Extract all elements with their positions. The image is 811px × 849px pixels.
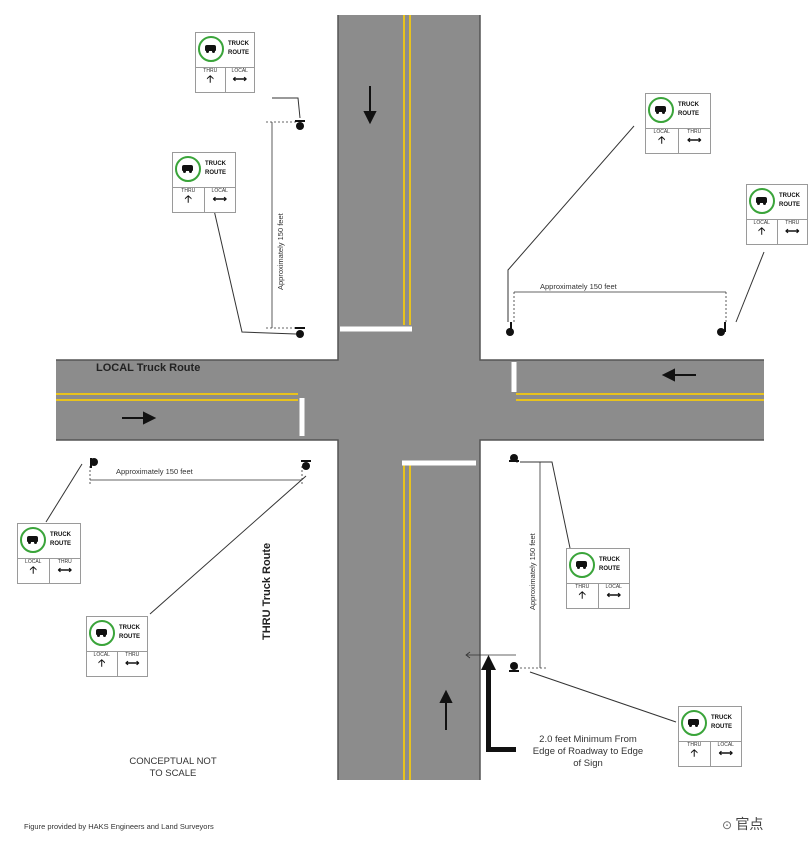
figure-credit: Figure provided by HAKS Engineers and La… bbox=[24, 822, 214, 831]
offset-arrow-icon bbox=[481, 655, 516, 752]
conceptual-note: CONCEPTUAL NOT TO SCALE bbox=[118, 756, 228, 780]
watermark-text: 官点 bbox=[735, 816, 764, 832]
watermark: ⊙ 官点 bbox=[722, 814, 763, 834]
dimension-label-top-vertical: Approximately 150 feet bbox=[276, 213, 285, 290]
sign-text-truck: TRUCK bbox=[119, 625, 140, 631]
left-right-arrow-icon: ⟷ bbox=[125, 658, 140, 669]
truck-route-sign-5: TRUCK ROUTE LOCAL🡡 THRU⟷ bbox=[17, 523, 81, 584]
up-arrow-icon: 🡡 bbox=[98, 658, 106, 669]
truck-icon bbox=[688, 719, 699, 727]
sign-text-local: LOCAL bbox=[25, 559, 42, 565]
offset-note-line-2: Edge of Roadway to Edge bbox=[532, 746, 644, 757]
conceptual-line-1: CONCEPTUAL NOT bbox=[129, 756, 217, 767]
truck-route-sign-3: TRUCK ROUTE LOCAL🡡 THRU⟷ bbox=[645, 93, 711, 154]
offset-note: 2.0 feet Minimum From Edge of Roadway to… bbox=[518, 734, 658, 770]
sign-post-icon bbox=[90, 120, 726, 672]
left-right-arrow-icon: ⟷ bbox=[606, 590, 621, 601]
up-arrow-icon: 🡡 bbox=[29, 565, 37, 576]
sign-text-route: ROUTE bbox=[228, 50, 249, 56]
dimension-lines bbox=[89, 121, 727, 669]
leader-lines bbox=[45, 97, 765, 723]
sign-text-route: ROUTE bbox=[678, 111, 699, 117]
truck-icon bbox=[27, 536, 38, 544]
sign-text-thru: THRU bbox=[203, 68, 218, 74]
truck-icon bbox=[182, 165, 193, 173]
sign-text-thru: THRU bbox=[125, 652, 140, 658]
truck-route-sign-7: TRUCK ROUTE LOCAL🡡 THRU⟷ bbox=[86, 616, 148, 677]
sign-text-route: ROUTE bbox=[599, 566, 620, 572]
sign-text-thru: THRU bbox=[687, 742, 702, 748]
offset-note-line-3: of Sign bbox=[573, 758, 603, 769]
road-edges bbox=[56, 15, 764, 780]
local-route-label: LOCAL Truck Route bbox=[96, 362, 201, 374]
wechat-icon: ⊙ bbox=[722, 818, 736, 832]
left-right-arrow-icon: ⟷ bbox=[718, 748, 733, 759]
sign-text-truck: TRUCK bbox=[50, 532, 71, 538]
truck-icon bbox=[756, 197, 767, 205]
sign-text-thru: THRU bbox=[181, 188, 196, 194]
sign-text-local: LOCAL bbox=[211, 188, 228, 194]
sign-text-thru: THRU bbox=[687, 129, 702, 135]
sign-text-truck: TRUCK bbox=[205, 161, 226, 167]
dimension-label-bottom-right: Approximately 150 feet bbox=[528, 533, 537, 610]
left-right-arrow-icon: ⟷ bbox=[212, 194, 227, 205]
sign-text-truck: TRUCK bbox=[711, 715, 732, 721]
truck-icon bbox=[205, 45, 216, 53]
truck-route-sign-1: TRUCK ROUTE THRU🡡 LOCAL⟷ bbox=[195, 32, 255, 93]
sign-text-local: LOCAL bbox=[231, 68, 248, 74]
sign-text-truck: TRUCK bbox=[678, 102, 699, 108]
dimension-label-top-right: Approximately 150 feet bbox=[540, 282, 617, 291]
up-arrow-icon: 🡡 bbox=[184, 194, 192, 205]
truck-icon bbox=[655, 106, 666, 114]
stop-bars bbox=[299, 326, 517, 466]
up-arrow-icon: 🡡 bbox=[206, 74, 214, 85]
sign-text-thru: THRU bbox=[785, 220, 800, 226]
dimension-label-bottom-left: Approximately 150 feet bbox=[116, 467, 193, 476]
conceptual-line-2: TO SCALE bbox=[149, 768, 197, 779]
sign-text-thru: THRU bbox=[57, 559, 72, 565]
sign-text-local: LOCAL bbox=[717, 742, 734, 748]
direction-arrow-icon bbox=[122, 86, 696, 730]
sign-text-route: ROUTE bbox=[50, 541, 71, 547]
sign-text-truck: TRUCK bbox=[779, 193, 800, 199]
truck-icon bbox=[576, 561, 587, 569]
thru-route-label: THRU Truck Route bbox=[261, 542, 273, 640]
yellow-centerlines bbox=[56, 15, 764, 780]
intersection-box bbox=[338, 360, 480, 440]
up-arrow-icon: 🡡 bbox=[690, 748, 698, 759]
truck-route-sign-8: TRUCK ROUTE THRU🡡 LOCAL⟷ bbox=[678, 706, 742, 767]
left-right-arrow-icon: ⟷ bbox=[687, 135, 702, 146]
up-arrow-icon: 🡡 bbox=[658, 135, 666, 146]
truck-icon bbox=[96, 629, 107, 637]
left-right-arrow-icon: ⟷ bbox=[232, 74, 247, 85]
sign-text-route: ROUTE bbox=[205, 170, 226, 176]
offset-note-line-1: 2.0 feet Minimum From bbox=[539, 734, 637, 745]
truck-route-sign-4: TRUCK ROUTE LOCAL🡡 THRU⟷ bbox=[746, 184, 808, 245]
sign-text-local: LOCAL bbox=[93, 652, 110, 658]
sign-text-local: LOCAL bbox=[753, 220, 770, 226]
sign-text-truck: TRUCK bbox=[599, 557, 620, 563]
left-right-arrow-icon: ⟷ bbox=[57, 565, 72, 576]
sign-text-thru: THRU bbox=[575, 584, 590, 590]
up-arrow-icon: 🡡 bbox=[578, 590, 586, 601]
sign-text-truck: TRUCK bbox=[228, 41, 249, 47]
sign-text-route: ROUTE bbox=[711, 724, 732, 730]
sign-text-local: LOCAL bbox=[653, 129, 670, 135]
left-right-arrow-icon: ⟷ bbox=[785, 226, 800, 237]
truck-route-sign-2: TRUCK ROUTE THRU🡡 LOCAL⟷ bbox=[172, 152, 236, 213]
truck-route-sign-6: TRUCK ROUTE THRU🡡 LOCAL⟷ bbox=[566, 548, 630, 609]
up-arrow-icon: 🡡 bbox=[758, 226, 766, 237]
sign-text-route: ROUTE bbox=[119, 634, 140, 640]
sign-text-local: LOCAL bbox=[605, 584, 622, 590]
sign-text-route: ROUTE bbox=[779, 202, 800, 208]
